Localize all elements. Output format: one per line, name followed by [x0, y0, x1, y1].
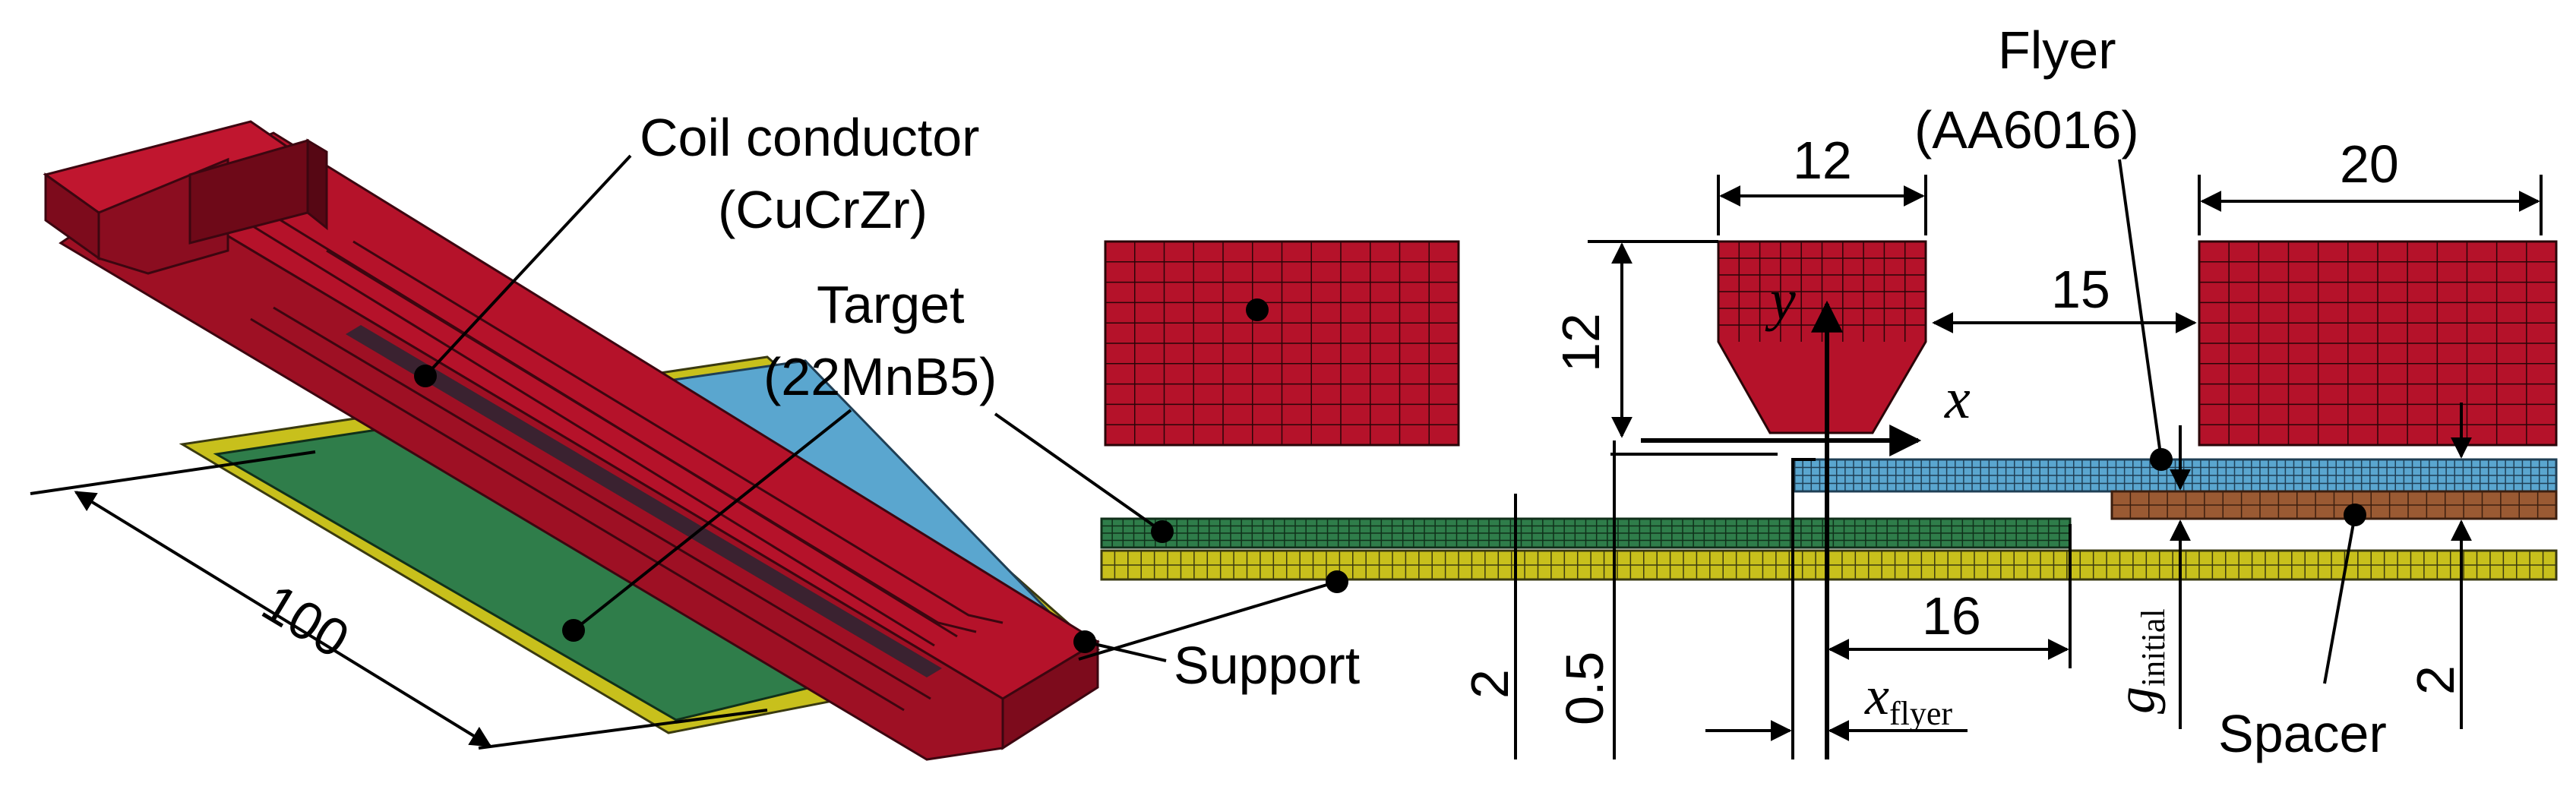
g-initial-symbol: ginitial [2105, 608, 2172, 714]
target-leader-3d [572, 409, 852, 632]
target-material-label: (22MnB5) [763, 347, 997, 406]
x-flyer-base: x [1864, 665, 1889, 726]
dim-2-spacer-value: 2 [2406, 665, 2465, 695]
support-label: Support [1174, 636, 1360, 695]
dim-100-line [74, 491, 492, 747]
x-flyer-subscript: flyer [1889, 695, 1952, 732]
x-flyer-ext [1791, 458, 1816, 759]
coil-block-right [2198, 240, 2558, 447]
flyer-leader-2d [2118, 159, 2163, 460]
isometric-view: 100 Coil conductor (CuCrZr) Target (22Mn… [30, 108, 1360, 761]
flyer-material-label: (AA6016) [1914, 100, 2139, 159]
coil-right-mesh [2199, 242, 2556, 445]
dim-12w-value: 12 [1793, 131, 1852, 190]
coil-block-left [1104, 240, 1460, 447]
support-leader-3d [1084, 640, 1167, 662]
dim-15-value: 15 [2051, 260, 2110, 319]
dim-12h-value: 12 [1551, 313, 1610, 372]
y-axis-label: y [1765, 268, 1796, 332]
coil-conductor-center [1717, 240, 1927, 434]
target-label: Target [817, 275, 965, 334]
dim-100-extension-bottom [478, 709, 768, 750]
g-initial-base: g [2105, 687, 2166, 714]
dim-16-value: 16 [1922, 586, 1981, 646]
cross-section-view: y x 12 12 0.5 2 15 20 16 xflyer [994, 21, 2558, 763]
dim-2-target-value: 2 [1460, 669, 1519, 699]
spacer-label: Spacer [2218, 704, 2387, 763]
support-leader-2d [1078, 580, 1338, 661]
coil-label: Coil conductor [640, 108, 979, 167]
coil-material-label: (CuCrZr) [718, 180, 928, 239]
coil-left-mesh [1105, 242, 1459, 445]
dim-100-extension-top [30, 450, 316, 495]
coil-leader-3d [424, 154, 632, 377]
coil-conductor-3d [43, 120, 1100, 761]
x-flyer-symbol: xflyer [1864, 665, 1952, 732]
dim-05-value: 0.5 [1555, 652, 1614, 725]
spacer-leader-2d [2323, 514, 2356, 684]
flyer-label: Flyer [1998, 21, 2116, 80]
x-axis-label: x [1944, 367, 1971, 431]
target-mesh [1102, 519, 2070, 548]
coil-marker-dot-2d [1246, 298, 1269, 321]
g-initial-subscript: initial [2135, 608, 2172, 687]
target-leader-2d [994, 412, 1164, 533]
dim-20-value: 20 [2340, 134, 2399, 194]
